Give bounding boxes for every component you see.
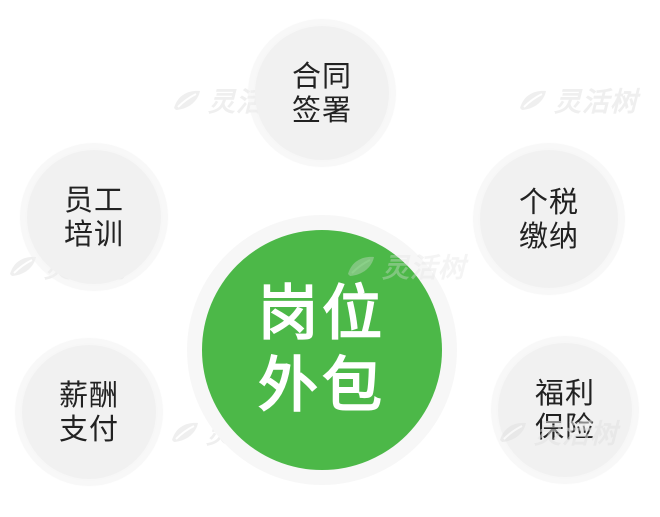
node-label-line: 支付 (58, 412, 119, 446)
node-label-line: 签署 (291, 93, 352, 127)
watermark-text: 灵活树 (554, 87, 638, 118)
node-welfare: 福利 保险 (498, 343, 632, 477)
center-node: 岗位 外包 (202, 230, 442, 470)
node-label-line: 合同 (291, 59, 352, 93)
leaf-logo-icon (172, 422, 198, 442)
node-salary: 薪酬 支付 (22, 345, 156, 479)
node-label-line: 培训 (63, 217, 124, 251)
leaf-logo-icon (10, 256, 36, 276)
node-label-line: 保险 (534, 410, 595, 444)
node-contract: 合同 签署 (255, 26, 389, 160)
center-label-line: 岗位 (258, 279, 386, 349)
watermark: 灵活树 (518, 80, 638, 119)
node-label-line: 缴纳 (518, 219, 579, 253)
node-label-line: 员工 (63, 183, 124, 217)
center-label-line: 外包 (258, 351, 386, 421)
node-label-line: 福利 (534, 376, 595, 410)
node-training: 员工 培训 (27, 150, 161, 284)
node-label-line: 薪酬 (58, 378, 119, 412)
node-label-line: 个税 (518, 185, 579, 219)
leaf-logo-icon (520, 90, 546, 110)
node-tax: 个税 缴纳 (480, 150, 618, 288)
leaf-logo-icon (174, 90, 200, 110)
